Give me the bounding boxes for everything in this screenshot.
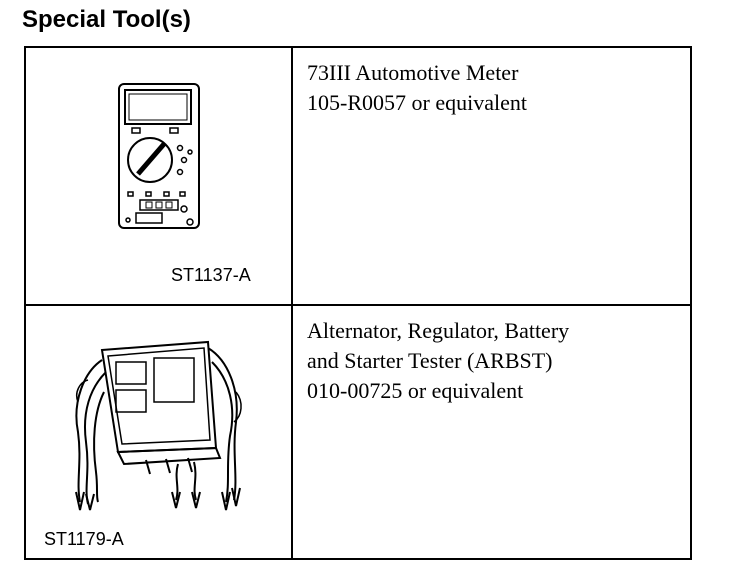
description-line: 73III Automotive Meter [307, 60, 519, 85]
tool-image-cell: ST1137-A [26, 48, 293, 304]
multimeter-illustration [118, 83, 200, 229]
tool-row: ST1137-A 73III Automotive Meter 105-R005… [26, 48, 690, 306]
battery-starter-tester-illustration [75, 340, 242, 511]
page-title: Special Tool(s) [22, 6, 191, 33]
tool-description: 73III Automotive Meter 105-R0057 or equi… [293, 48, 690, 304]
description-line: and Starter Tester (ARBST) [307, 348, 553, 373]
description-line: 105-R0057 or equivalent [307, 90, 527, 115]
tool-description: Alternator, Regulator, Battery and Start… [293, 306, 690, 558]
description-line: Alternator, Regulator, Battery [307, 318, 570, 343]
tool-image-cell: ST1179-A [26, 306, 293, 558]
tool-row: ST1179-A Alternator, Regulator, Battery … [26, 306, 690, 558]
tool-code: ST1137-A [171, 265, 251, 285]
tool-code: ST1179-A [44, 529, 124, 549]
description-line: 010-00725 or equivalent [307, 378, 524, 403]
special-tools-table: ST1137-A 73III Automotive Meter 105-R005… [24, 46, 692, 560]
